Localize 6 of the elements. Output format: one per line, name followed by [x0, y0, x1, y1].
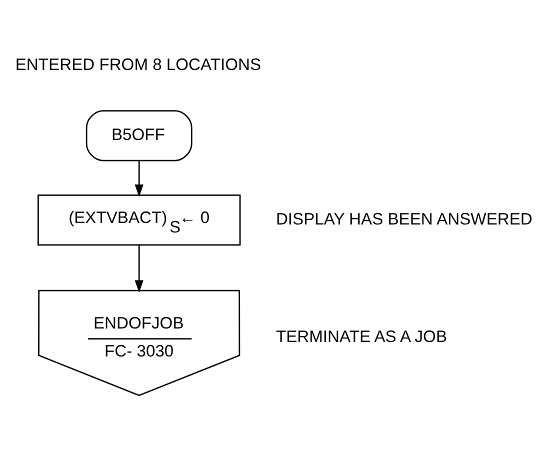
arrow [134, 244, 144, 292]
node-box: B5OFF [86, 110, 192, 161]
label: ENTERED FROM 8 LOCATIONS [15, 54, 262, 74]
arrow [134, 160, 144, 196]
label: TERMINATE AS A JOB [276, 326, 448, 346]
label: DISPLAY HAS BEEN ANSWERED [276, 208, 532, 228]
